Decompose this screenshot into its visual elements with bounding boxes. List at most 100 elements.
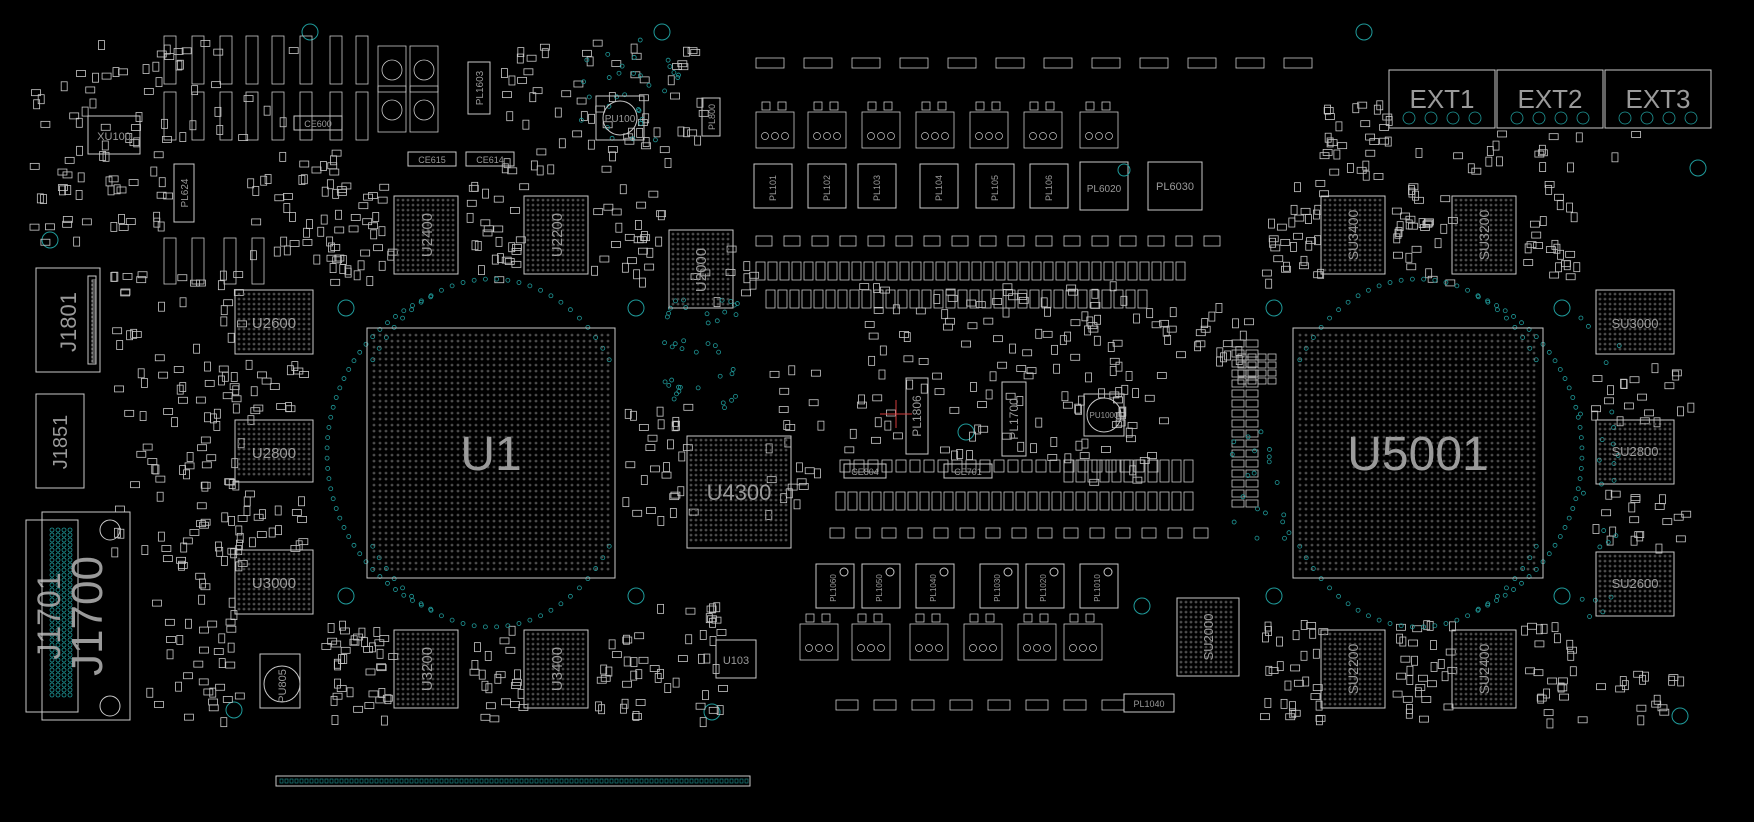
inductor-label-pl106: PL106 bbox=[1044, 175, 1054, 201]
chip-u2800[interactable]: U2800 bbox=[234, 419, 314, 483]
chip-su2000[interactable]: SU2000 bbox=[1176, 597, 1240, 677]
chip-label-u3200: U3200 bbox=[419, 647, 436, 691]
inductor-label-pl1603: PL1603 bbox=[475, 70, 486, 105]
chip-label-u3400: U3400 bbox=[549, 647, 566, 691]
chip-label-pu805: PU805 bbox=[277, 669, 289, 703]
inductor-pl6030[interactable]: PL6030 bbox=[1147, 161, 1203, 211]
chip-su3200[interactable]: SU3200 bbox=[1451, 195, 1517, 275]
chip-label-pu100: PU100 bbox=[605, 114, 636, 125]
chip-label-u3000: U3000 bbox=[252, 575, 296, 592]
chip-label-u1: U1 bbox=[460, 428, 521, 481]
cap-ce615[interactable]: CE615 bbox=[407, 151, 457, 167]
inductor-label-pl800: PL800 bbox=[707, 104, 717, 130]
connector-ext2[interactable]: EXT2 bbox=[1496, 69, 1604, 129]
bga-ball-grid bbox=[237, 422, 311, 476]
chip-pu805[interactable]: PU805 bbox=[259, 653, 301, 709]
inductor-pl105[interactable]: PL105 bbox=[975, 163, 1015, 209]
ext-label-3: EXT3 bbox=[1625, 84, 1690, 114]
chip-u2000[interactable]: U2000 bbox=[668, 229, 734, 309]
inductor-label-pl1010: PL1010 bbox=[1093, 574, 1102, 602]
chip-u3400[interactable]: U3400 bbox=[523, 629, 589, 709]
bga-ball-grid bbox=[1179, 600, 1233, 674]
chip-su3000[interactable]: SU3000 bbox=[1595, 289, 1675, 355]
bga-ball-grid bbox=[1598, 422, 1672, 481]
ext-label-2: EXT2 bbox=[1517, 84, 1582, 114]
small-components-layer bbox=[29, 23, 1707, 784]
chip-su2800[interactable]: SU2800 bbox=[1595, 419, 1675, 485]
inductor-pl1040[interactable]: PL1040 bbox=[915, 563, 955, 609]
inductor-pl101[interactable]: PL101 bbox=[753, 163, 793, 209]
inductor-label-pl1030: PL1030 bbox=[993, 574, 1002, 602]
inductor-pl1806[interactable]: PL1806 bbox=[905, 377, 929, 455]
inductor-pl104[interactable]: PL104 bbox=[919, 163, 959, 209]
inductor-pl106[interactable]: PL106 bbox=[1029, 163, 1069, 209]
connector-ext3[interactable]: EXT3 bbox=[1604, 69, 1712, 129]
inductor-pl1700[interactable]: PL1700 bbox=[1001, 381, 1027, 457]
chip-pu100[interactable]: PU100 bbox=[595, 95, 645, 141]
chip-su3400[interactable]: SU3400 bbox=[1320, 195, 1386, 275]
chip-label-su2600: SU2600 bbox=[1612, 576, 1659, 591]
inductor-pl102[interactable]: PL102 bbox=[807, 163, 847, 209]
cap-ce701[interactable]: CE701 bbox=[943, 463, 993, 479]
chip-u2200[interactable]: U2200 bbox=[523, 195, 589, 275]
inductor-pl6020[interactable]: PL6020 bbox=[1079, 161, 1131, 211]
inductor-pl1050[interactable]: PL1050 bbox=[861, 563, 901, 609]
inductor-pl1040-bottom[interactable]: PL1040 bbox=[1123, 693, 1175, 713]
chip-label-u4300: U4300 bbox=[707, 480, 772, 505]
inductor-pl1060[interactable]: PL1060 bbox=[815, 563, 855, 609]
inductor-label-pl101: PL101 bbox=[768, 175, 778, 201]
chip-u5001[interactable]: U5001 bbox=[1292, 327, 1544, 579]
chip-su2400[interactable]: SU2400 bbox=[1451, 629, 1517, 709]
cap-ce614[interactable]: CE614 bbox=[465, 151, 515, 167]
chip-label-u2400: U2400 bbox=[419, 213, 436, 257]
bga-ball-grid bbox=[372, 333, 610, 571]
inductor-pl624[interactable]: PL624 bbox=[173, 163, 195, 223]
inductor-label-pl1040-bottom: PL1040 bbox=[1133, 699, 1164, 709]
chip-su2200[interactable]: SU2200 bbox=[1320, 629, 1386, 709]
chip-label-su2800: SU2800 bbox=[1612, 444, 1659, 459]
chip-u2600[interactable]: U2600 bbox=[234, 289, 314, 355]
cap-label-ce600: CE600 bbox=[304, 119, 332, 129]
bga-ball-grid bbox=[1298, 333, 1536, 571]
inductor-pl1603[interactable]: PL1603 bbox=[467, 61, 491, 115]
chip-u103[interactable]: U103 bbox=[715, 639, 757, 679]
chip-label-su3400: SU3400 bbox=[1345, 209, 1361, 260]
cursor-marker-icon bbox=[880, 400, 912, 428]
connector-ext1[interactable]: EXT1 bbox=[1388, 69, 1496, 129]
chip-u1[interactable]: U1 bbox=[366, 327, 616, 579]
chip-pu1000[interactable]: PU1000 bbox=[1083, 393, 1125, 437]
bga-ball-grid bbox=[1323, 198, 1382, 272]
bga-ball-grid bbox=[1323, 632, 1382, 706]
chip-label-u2200: U2200 bbox=[549, 213, 566, 257]
connector-j1851[interactable]: J1851 bbox=[35, 393, 85, 489]
connector-j1801[interactable]: J1801 bbox=[35, 267, 101, 373]
chip-u3200[interactable]: U3200 bbox=[393, 629, 459, 709]
inductor-pl800[interactable]: PL800 bbox=[701, 97, 721, 137]
bga-ball-grid bbox=[671, 232, 730, 306]
cap-ce804[interactable]: CE804 bbox=[843, 463, 887, 479]
inductor-label-pl102: PL102 bbox=[822, 175, 832, 201]
chip-su2600[interactable]: SU2600 bbox=[1595, 551, 1675, 617]
chip-u3000[interactable]: U3000 bbox=[234, 549, 314, 615]
chip-xu100[interactable]: XU100 bbox=[87, 115, 141, 155]
chip-u4300[interactable]: U4300 bbox=[686, 435, 792, 549]
inductor-label-pl6030: PL6030 bbox=[1156, 181, 1194, 193]
inductor-pl1030[interactable]: PL1030 bbox=[979, 563, 1019, 609]
inductor-pl1020[interactable]: PL1020 bbox=[1025, 563, 1065, 609]
inductor-pl103[interactable]: PL103 bbox=[857, 163, 897, 209]
connector-j1700[interactable]: J1700 bbox=[41, 511, 131, 721]
cap-ce600[interactable]: CE600 bbox=[293, 115, 343, 131]
inductor-pl1010[interactable]: PL1010 bbox=[1079, 563, 1119, 609]
connector-label-j1701: J1701 bbox=[31, 572, 67, 659]
ext-label-1: EXT1 bbox=[1409, 84, 1474, 114]
inductor-label-pl6020: PL6020 bbox=[1087, 184, 1122, 195]
connector-label-j1851: J1851 bbox=[50, 415, 72, 470]
cap-label-ce804: CE804 bbox=[851, 467, 879, 477]
chip-label-u2000: U2000 bbox=[693, 248, 710, 292]
bga-ball-grid bbox=[526, 632, 585, 706]
inductor-label-pl104: PL104 bbox=[934, 175, 944, 201]
connector-j1701[interactable]: J1701 bbox=[25, 519, 79, 713]
cap-label-ce614: CE614 bbox=[476, 155, 504, 165]
chip-u2400[interactable]: U2400 bbox=[393, 195, 459, 275]
